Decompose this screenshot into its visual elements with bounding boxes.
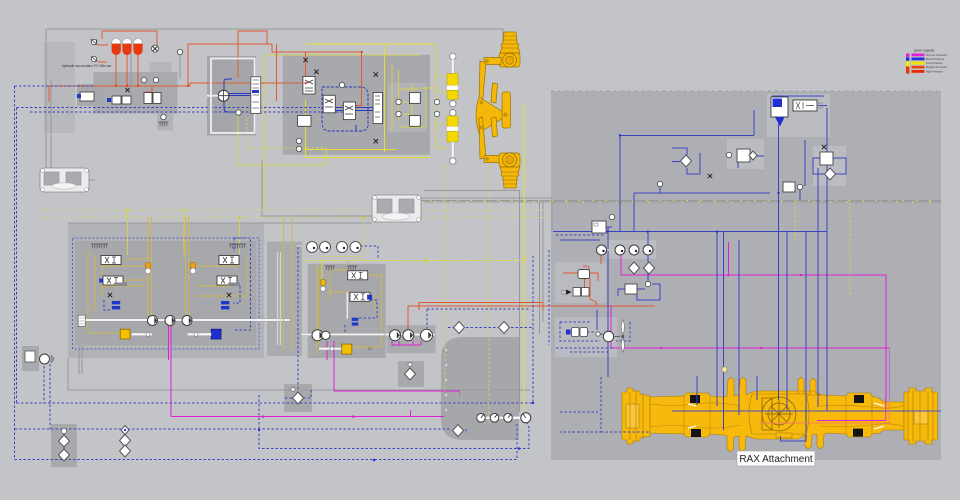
svg-text:SC: SC	[368, 347, 373, 351]
svg-text:Medium Pressure: Medium Pressure	[926, 65, 948, 69]
svg-text:(color Legend): (color Legend)	[914, 49, 935, 53]
svg-text:No Line Pressure: No Line Pressure	[926, 53, 947, 57]
svg-text:hydraulic accumulator P0: 55to: hydraulic accumulator P0: 55to bar	[62, 64, 112, 68]
svg-text:Boost Pressure: Boost Pressure	[926, 57, 945, 61]
svg-text:Low Pressure: Low Pressure	[926, 61, 943, 65]
svg-text:High Pressure: High Pressure	[926, 69, 944, 73]
svg-text:RAX Attachment: RAX Attachment	[739, 454, 813, 465]
